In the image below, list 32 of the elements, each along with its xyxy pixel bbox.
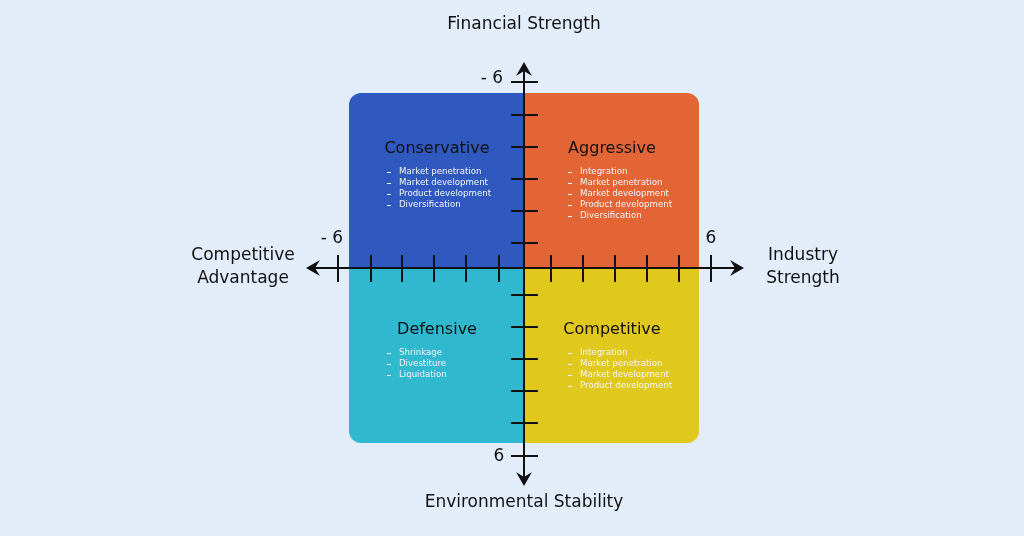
strategy-item: Market development bbox=[399, 177, 488, 187]
quadrant-title: Aggressive bbox=[568, 138, 656, 157]
strategy-item: Market penetration bbox=[580, 358, 663, 368]
strategy-item: Product development bbox=[580, 199, 673, 209]
axis-title: Financial Strength bbox=[447, 12, 601, 35]
quadrant-title: Competitive bbox=[563, 319, 661, 338]
quadrant-title: Defensive bbox=[397, 319, 477, 338]
tick-label: - 6 bbox=[320, 226, 344, 249]
axis-title: Industry Strength bbox=[765, 243, 841, 289]
quadrant-panel bbox=[349, 93, 524, 268]
axis-title: Competitive Advantage bbox=[190, 243, 296, 289]
strategy-item: Diversification bbox=[580, 210, 642, 220]
strategy-item: Product development bbox=[580, 380, 673, 390]
quadrant-panel bbox=[349, 268, 524, 443]
quadrant-title: Conservative bbox=[384, 138, 490, 157]
strategy-item: Shrinkage bbox=[399, 347, 443, 357]
axis-title: Environmental Stability bbox=[424, 490, 624, 513]
quadrant-panel bbox=[524, 268, 699, 443]
tick-label: 6 bbox=[705, 226, 717, 249]
strategy-item: Integration bbox=[580, 347, 628, 357]
strategy-item: Divestiture bbox=[399, 358, 447, 368]
tick-label: 6 bbox=[493, 444, 505, 467]
strategy-item: Liquidation bbox=[399, 369, 447, 379]
quadrant-panel bbox=[524, 93, 699, 268]
strategy-item: Product development bbox=[399, 188, 492, 198]
strategy-item: Market penetration bbox=[399, 166, 482, 176]
strategy-item: Diversification bbox=[399, 199, 461, 209]
tick-label: - 6 bbox=[480, 66, 504, 89]
strategy-item: Integration bbox=[580, 166, 628, 176]
strategy-item: Market development bbox=[580, 369, 669, 379]
strategy-item: Market development bbox=[580, 188, 669, 198]
strategy-item: Market penetration bbox=[580, 177, 663, 187]
